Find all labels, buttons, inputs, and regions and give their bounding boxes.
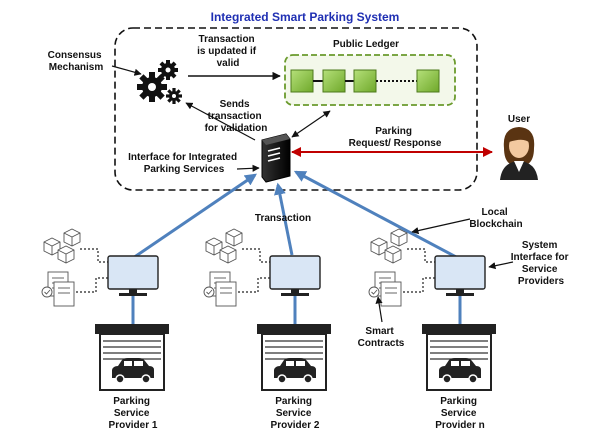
garage-icon xyxy=(257,324,331,391)
provider2-arrow xyxy=(273,182,294,256)
car-icon xyxy=(274,358,316,384)
interface-label: Interface for Integrated Parking Service… xyxy=(128,152,240,175)
server-icon xyxy=(261,133,291,183)
server-ledger-arrow xyxy=(291,110,331,138)
user-label: User xyxy=(508,114,530,125)
sends-tx-arrow xyxy=(185,102,256,141)
provider-n xyxy=(368,228,496,391)
provider-2-label: Parking Service Provider 2 xyxy=(271,396,320,431)
monitor-icon xyxy=(269,255,321,296)
provider-1 xyxy=(41,228,169,391)
sends-tx-label: Sends transaction for validation xyxy=(205,99,268,134)
parking-request-label: Parking Request/ Response xyxy=(349,126,442,149)
provider1-arrow xyxy=(132,173,257,260)
ledger-chain xyxy=(290,69,440,93)
diagram-title: Integrated Smart Parking System xyxy=(211,10,400,24)
provider-1-label: Parking Service Provider 1 xyxy=(109,396,158,431)
monitor-icon xyxy=(434,255,486,296)
provider-to-server-arrows xyxy=(132,170,459,260)
provider-n-label: Parking Service Provider n xyxy=(435,396,484,431)
system-interface-arrow xyxy=(488,261,514,270)
cubes-icon xyxy=(205,228,243,264)
car-icon xyxy=(112,358,154,384)
consensus-label: Consensus Mechanism xyxy=(48,50,105,73)
ledger-block xyxy=(290,69,314,93)
provider3-arrow xyxy=(293,170,459,260)
ledger-block xyxy=(353,69,377,93)
monitor-icon xyxy=(107,255,159,296)
smart-contracts-arrow xyxy=(375,296,383,323)
tx-updated-label: Transaction is updated if valid xyxy=(197,34,259,69)
public-ledger-label: Public Ledger xyxy=(333,39,399,50)
ledger-block xyxy=(322,69,346,93)
system-boundary xyxy=(114,27,478,191)
consensus-arrow xyxy=(111,65,142,76)
garage-icon xyxy=(422,324,496,391)
system-interface-label: System Interface for Service Providers xyxy=(511,240,572,287)
contract-icon xyxy=(368,271,402,307)
cubes-icon xyxy=(43,228,81,264)
local-blockchain-label: Local Blockchain xyxy=(469,207,522,230)
gears-icon xyxy=(137,60,182,104)
cubes-icon xyxy=(370,228,408,264)
transaction-label: Transaction xyxy=(255,213,311,224)
smart-contracts-label: Smart Contracts xyxy=(358,326,405,349)
garage-icon xyxy=(95,324,169,391)
ledger-block xyxy=(416,69,440,93)
interface-arrow xyxy=(236,164,260,172)
contract-icon xyxy=(203,271,237,307)
local-blockchain-arrow xyxy=(411,218,471,235)
contract-icon xyxy=(41,271,75,307)
user-icon xyxy=(500,127,538,180)
provider-2 xyxy=(203,228,331,391)
car-icon xyxy=(439,358,481,384)
